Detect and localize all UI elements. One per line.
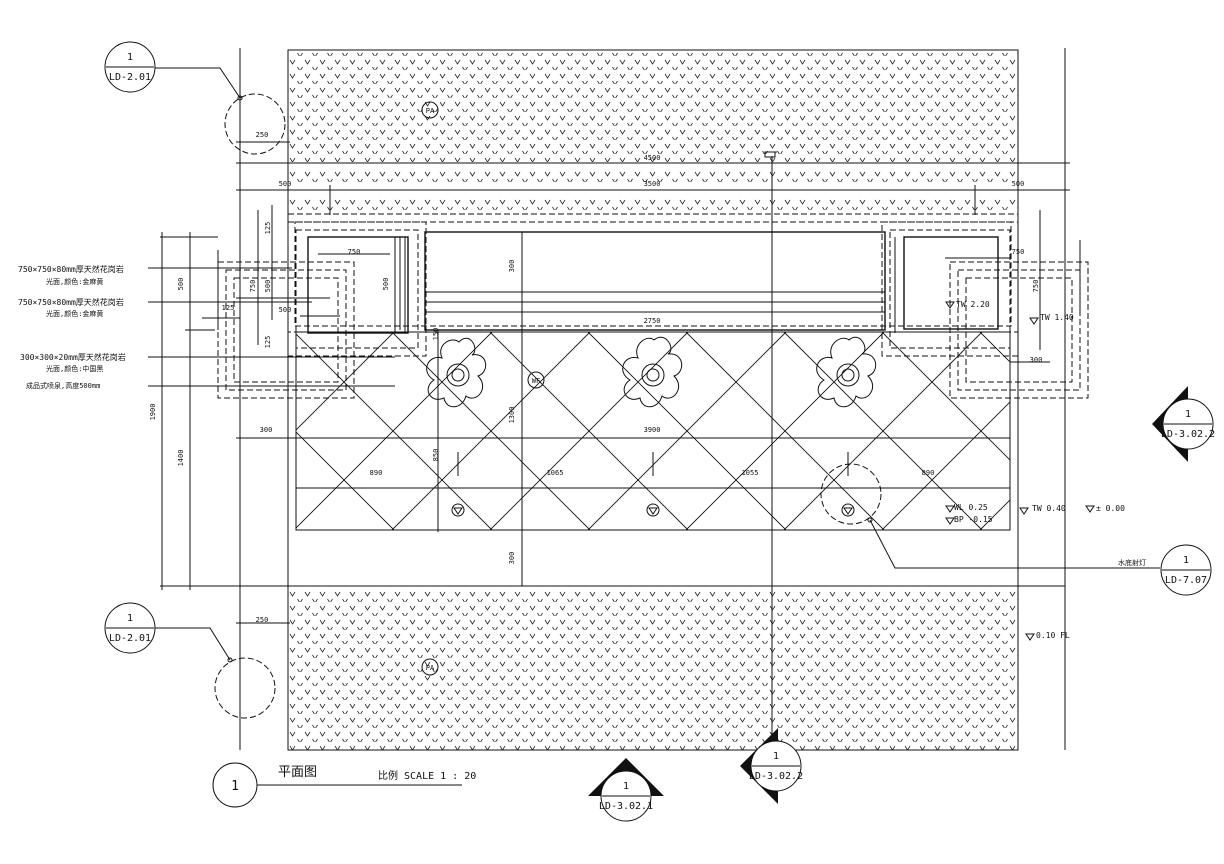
dim-3500: 3500 bbox=[644, 180, 661, 188]
wf-tag: WF bbox=[532, 377, 540, 385]
pa-tag-top-circle bbox=[421, 101, 439, 119]
dim-4500: 4500 bbox=[644, 154, 661, 162]
dim-500-outer: 500 bbox=[177, 278, 185, 291]
callout-bottom-mid-right-num: 1 bbox=[773, 751, 779, 762]
paving-area-bottom bbox=[288, 588, 1018, 750]
callout-bottom-mid-right-ref: LD-3.02.2 bbox=[749, 771, 803, 782]
dim-750-rv: 750 bbox=[1032, 280, 1040, 293]
paving-area-top bbox=[288, 50, 1018, 162]
pa-tag-bottom-circle bbox=[421, 658, 439, 676]
basin-outline bbox=[287, 213, 1019, 333]
dim-850: 850 bbox=[432, 449, 440, 462]
drawing-title: 平面图 bbox=[278, 765, 317, 780]
dim-1900: 1900 bbox=[149, 404, 157, 421]
dim-125-c: 125 bbox=[264, 336, 272, 349]
level-bp: BP -0.15 bbox=[954, 515, 993, 524]
dim-125-a: 125 bbox=[222, 304, 235, 312]
level-tw-low: TW 0.40 bbox=[1032, 504, 1066, 513]
level-markers bbox=[945, 301, 1095, 641]
dim-500-v2: 500 bbox=[382, 278, 390, 291]
dim-3900: 3900 bbox=[644, 426, 661, 434]
level-labels: TW 2.20 TW 1.40 WL 0.25 BP -0.15 TW 0.40… bbox=[954, 300, 1125, 640]
fountain-left bbox=[426, 337, 487, 408]
dimension-lines-right bbox=[945, 210, 1081, 363]
dim-890-left: 890 bbox=[370, 469, 383, 477]
dim-250-top: 250 bbox=[256, 131, 269, 139]
dim-890-right: 890 bbox=[922, 469, 935, 477]
dim-1300: 1300 bbox=[508, 407, 516, 424]
fountain-center bbox=[622, 336, 683, 408]
callout-right-upper-num: 1 bbox=[1185, 409, 1191, 420]
callout-right-lower-num: 1 bbox=[1183, 555, 1189, 566]
callout-bottom-left-num: 1 bbox=[127, 613, 133, 624]
dim-500-right: 500 bbox=[1012, 180, 1025, 188]
callout-right-upper-ref: LD-3.02.2 bbox=[1161, 429, 1215, 440]
callout-bottom-left: 1 LD-2.01 bbox=[104, 602, 156, 654]
dim-300-h: 300 bbox=[260, 426, 273, 434]
dim-1055: 1055 bbox=[742, 469, 759, 477]
callout-top-left-num: 1 bbox=[127, 52, 133, 63]
paving-edge bbox=[287, 49, 1019, 751]
dim-2750: 2750 bbox=[644, 317, 661, 325]
callout-top-left: 1 LD-2.01 bbox=[104, 41, 156, 93]
callout-bottom-mid-right: 1 LD-3.02.2 bbox=[740, 728, 803, 804]
dim-150: 150 bbox=[432, 328, 440, 341]
material-note-1: 750×750×80mm厚天然花岗岩 bbox=[18, 264, 124, 274]
dim-1400: 1400 bbox=[177, 450, 185, 467]
callout-right-lower: 1 LD-7.07 bbox=[1160, 544, 1212, 596]
dim-1065: 1065 bbox=[547, 469, 564, 477]
material-note-3-sub: 光面,颜色:中国黑 bbox=[46, 364, 103, 373]
material-note-2: 750×750×80mm厚天然花岗岩 bbox=[18, 297, 124, 307]
material-note-1-sub: 光面,颜色:金麻黄 bbox=[46, 277, 103, 286]
dimension-lines-left bbox=[148, 205, 523, 624]
dim-125-b: 125 bbox=[264, 222, 272, 235]
planter-left bbox=[217, 221, 427, 399]
fountain-right bbox=[816, 336, 877, 408]
scale-label: 比例 SCALE 1 : 20 bbox=[378, 769, 476, 782]
material-note-2-sub: 光面,颜色:金麻黄 bbox=[46, 309, 103, 318]
dim-300-r: 300 bbox=[1030, 356, 1043, 364]
paving-area-mid bbox=[288, 168, 1018, 184]
callout-top-left-ref: LD-2.01 bbox=[109, 72, 151, 83]
level-fl: 0.10 FL bbox=[1036, 631, 1070, 640]
title-block: 1 平面图 比例 SCALE 1 : 20 bbox=[212, 762, 476, 808]
planter-right bbox=[881, 221, 1089, 399]
material-notes: 750×750×80mm厚天然花岗岩 光面,颜色:金麻黄 750×750×80m… bbox=[18, 264, 1146, 567]
callout-right-upper: 1 LD-3.02.2 bbox=[1152, 386, 1215, 462]
dim-250-bottom: 250 bbox=[256, 616, 269, 624]
material-note-3: 300×300×20mm厚天然花岗岩 bbox=[20, 352, 126, 362]
level-wl: WL 0.25 bbox=[954, 503, 988, 512]
paving-area-upper-strip bbox=[288, 196, 1018, 214]
dimension-lines-top bbox=[236, 141, 1070, 215]
level-zero: ± 0.00 bbox=[1096, 504, 1125, 513]
wf-tag-circle bbox=[527, 371, 545, 389]
dim-500-v1: 500 bbox=[264, 280, 272, 293]
note-underwater-light: 水底射灯 bbox=[1118, 558, 1146, 567]
pool-body bbox=[236, 331, 1011, 531]
callout-bottom-left-ref: LD-2.01 bbox=[109, 633, 151, 644]
view-number: 1 bbox=[231, 779, 239, 794]
level-tw-left: TW 2.20 bbox=[956, 300, 990, 309]
section-markers bbox=[155, 67, 1160, 719]
dimension-labels: 250 4500 500 3500 500 750 750 500 125 27… bbox=[149, 131, 1042, 624]
pa-tag-bottom: PA bbox=[426, 664, 435, 672]
pa-tag-top: PA bbox=[426, 107, 435, 115]
dim-300-v2: 300 bbox=[508, 552, 516, 565]
underwater-lights bbox=[451, 452, 882, 525]
dim-750-r: 750 bbox=[1012, 248, 1025, 256]
level-tw-right: TW 1.40 bbox=[1040, 313, 1074, 322]
dim-750-v: 750 bbox=[249, 280, 257, 293]
callout-bottom-mid-num: 1 bbox=[623, 781, 629, 792]
dim-750-a: 750 bbox=[348, 248, 361, 256]
dim-500-h: 500 bbox=[279, 306, 292, 314]
callout-bottom-mid-ref: LD-3.02.1 bbox=[599, 801, 653, 812]
callout-bottom-mid: 1 LD-3.02.1 bbox=[588, 758, 664, 822]
dim-300-v1: 300 bbox=[508, 260, 516, 273]
material-note-4: 成品式喷泉,高度500mm bbox=[26, 381, 100, 390]
callout-right-lower-ref: LD-7.07 bbox=[1165, 575, 1207, 586]
dim-500-left: 500 bbox=[279, 180, 292, 188]
